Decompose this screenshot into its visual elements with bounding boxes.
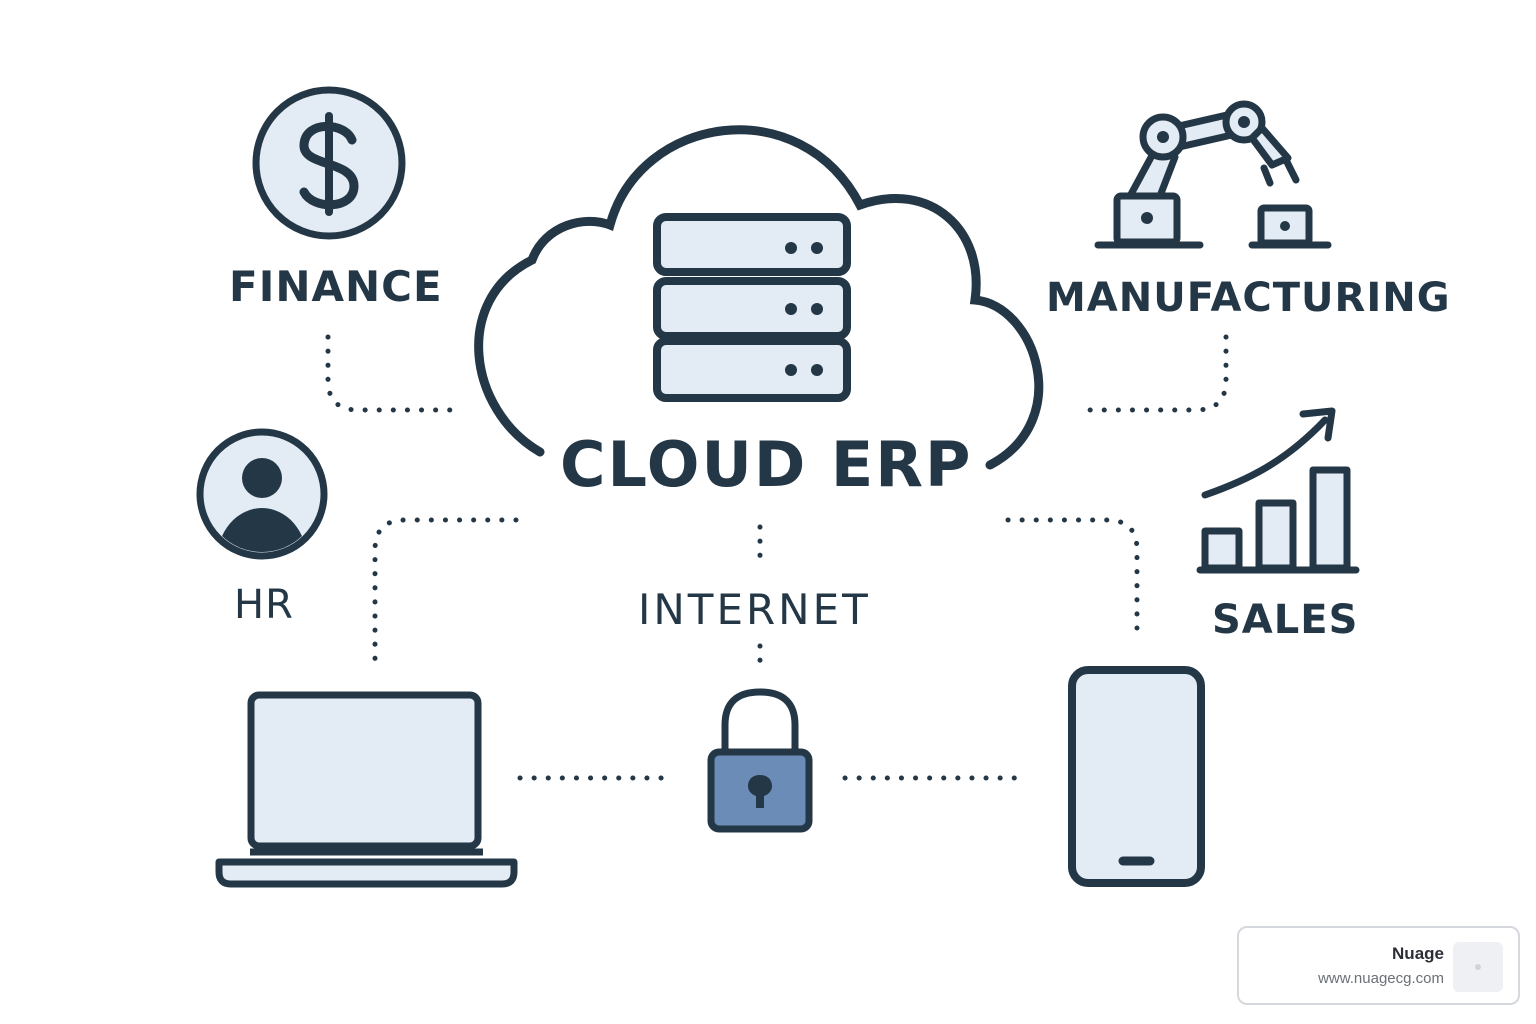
robot-arm-icon bbox=[1094, 100, 1332, 249]
laptop-icon bbox=[215, 691, 518, 888]
server-rack-icon bbox=[653, 213, 851, 402]
label-manufacturing: MANUFACTURING bbox=[1046, 275, 1451, 321]
watermark-logo-icon bbox=[1453, 942, 1503, 992]
label-finance: FINANCE bbox=[229, 262, 443, 311]
label-internet: INTERNET bbox=[638, 585, 871, 634]
watermark-card[interactable]: Nuage www.nuagecg.com bbox=[1237, 926, 1520, 1005]
label-hr: HR bbox=[234, 582, 294, 628]
watermark-url[interactable]: www.nuagecg.com bbox=[1318, 970, 1444, 987]
connector-laptop bbox=[372, 517, 519, 671]
label-sales: SALES bbox=[1212, 597, 1359, 643]
dollar-icon bbox=[252, 86, 406, 240]
connector-manufacturing bbox=[1075, 334, 1229, 413]
watermark-name: Nuage bbox=[1392, 944, 1444, 963]
person-icon bbox=[196, 428, 328, 560]
cloud-icon bbox=[474, 125, 1044, 470]
padlock-icon bbox=[707, 688, 813, 833]
growth-chart-icon bbox=[1196, 407, 1360, 574]
center-title: CLOUD ERP bbox=[560, 428, 973, 501]
connector-mobile bbox=[1005, 517, 1140, 631]
connector-finance bbox=[325, 334, 461, 413]
server-lights bbox=[785, 242, 823, 376]
smartphone-icon bbox=[1068, 666, 1205, 887]
